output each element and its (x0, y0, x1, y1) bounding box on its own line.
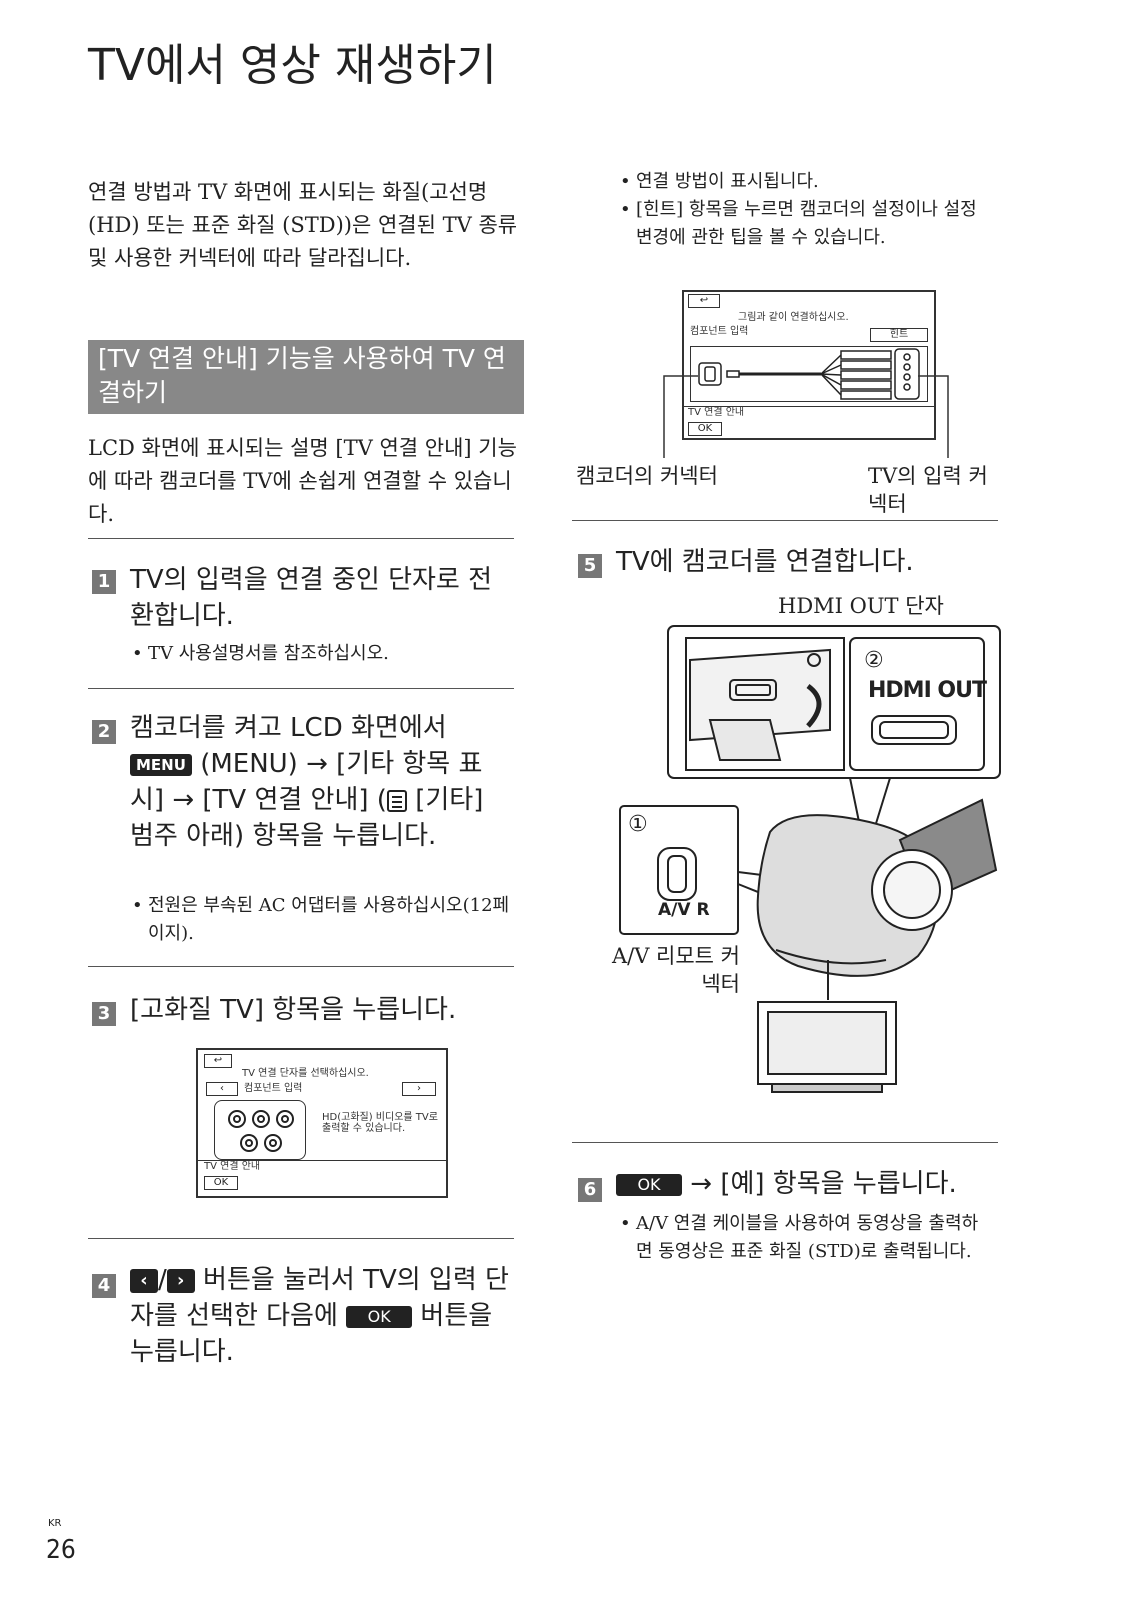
rca-jacks-icon (228, 1110, 294, 1152)
bullet-text: [힌트] 항목을 누르면 캠코더의 설정이나 설정 변경에 관한 팁을 볼 수 … (636, 199, 977, 248)
ok-button-icon: OK (346, 1305, 413, 1328)
prev-button[interactable]: ‹ (206, 1082, 238, 1096)
divider (88, 966, 514, 967)
step-number: 2 (92, 720, 116, 744)
screen-desc: HD(고화질) 비디오를 TV로 출력할 수 있습니다. (322, 1112, 438, 1134)
screen-footer: TV 연결 안내 (204, 1161, 261, 1172)
av-r-label: A/V R (658, 900, 710, 920)
lcd-screen-select: ↩ TV 연결 단자를 선택하십시오. ‹ 컴포넌트 입력 › HD(고화질) … (196, 1048, 448, 1198)
screen-footer: TV 연결 안내 (688, 407, 745, 418)
divider (88, 538, 514, 539)
step-number: 6 (578, 1178, 602, 1202)
component-connector-diagram (214, 1100, 306, 1160)
right-bullet-2: •[힌트] 항목을 누르면 캠코더의 설정이나 설정 변경에 관한 팁을 볼 수… (620, 199, 977, 248)
step-4-tail: 버튼을 누릅니다. (130, 1301, 493, 1367)
camcorder-connector-label: 캠코더의 커넥터 (576, 464, 718, 488)
callout-lines (663, 375, 949, 458)
callout-1: ① (628, 812, 648, 837)
callout-2: ② (864, 648, 884, 673)
step-number: 3 (92, 1002, 116, 1026)
step-2-post2: [기타] 범주 아래) 항목을 누릅니다. (130, 785, 484, 851)
ok-button[interactable]: OK (688, 422, 722, 436)
step-4-main: 버튼을 눌러서 TV의 입력 단자를 선택한 다음에 (130, 1265, 509, 1331)
step-2-text: 캠코더를 켜고 LCD 화면에서 MENU (MENU) → [기타 항목 표시… (130, 710, 514, 854)
bullet-text: TV 사용설명서를 참조하십시오. (148, 643, 389, 664)
av-remote-connector-label: A/V 리모트 커넥터 (611, 944, 740, 996)
step-3-text: [고화질 TV] 항목을 누릅니다. (130, 995, 457, 1025)
screen-sub: 컴포넌트 입력 (244, 1083, 303, 1094)
step-number: 4 (92, 1274, 116, 1298)
step-2-pre: 캠코더를 켜고 LCD 화면에서 (130, 713, 447, 743)
divider (572, 1142, 998, 1143)
step-1-text: TV의 입력을 연결 중인 단자로 전환합니다. (130, 565, 493, 631)
page-title: TV에서 영상 재생하기 (88, 40, 497, 91)
step-6-bullet: •A/V 연결 케이블을 사용하여 동영상을 출력하면 동영상은 표준 화질 (… (620, 1213, 979, 1262)
hdmi-out-terminal-label: HDMI OUT 단자 (778, 594, 944, 618)
bullet-text: 연결 방법이 표시됩니다. (636, 171, 819, 192)
section-description: LCD 화면에 표시되는 설명 [TV 연결 안내] 기능에 따라 캠코더를 T… (88, 436, 517, 526)
step-2-post: (MENU) → [기타 항목 표시] → [TV 연결 안내] ( (130, 749, 483, 815)
lcd-screen-guide: ↩ 그림과 같이 연결하십시오. 컴포넌트 입력 힌트 TV 연결 안내 OK (682, 290, 936, 440)
tv-input-connector-label: TV의 입력 커넥터 (868, 464, 988, 516)
divider (88, 688, 514, 689)
next-button[interactable]: › (402, 1082, 436, 1096)
back-button[interactable]: ↩ (688, 294, 720, 308)
page-number: 26 (46, 1535, 76, 1565)
section-banner: [TV 연결 안내] 기능을 사용하여 TV 연결하기 (88, 340, 524, 414)
bullet-text: A/V 연결 케이블을 사용하여 동영상을 출력하면 동영상은 표준 화질 (S… (636, 1213, 979, 1262)
intro-text: 연결 방법과 TV 화면에 표시되는 화질(고선명(HD) 또는 표준 화질 (… (88, 180, 518, 270)
divider (88, 1238, 514, 1239)
left-arrow-button-icon: ‹ (130, 1268, 158, 1293)
back-button[interactable]: ↩ (204, 1054, 232, 1068)
step-6-text: OK → [예] 항목을 누릅니다. (616, 1166, 1006, 1202)
step-5-text: TV에 캠코더를 연결합니다. (616, 547, 914, 577)
camcorder-tv-connection-illustration (619, 625, 1001, 1093)
right-arrow-button-icon: › (166, 1268, 195, 1293)
others-category-icon (386, 789, 407, 812)
cable-diagram-icon (698, 348, 920, 400)
ok-button-icon: OK (616, 1173, 682, 1196)
step-2-bullet: •전원은 부속된 AC 어댑터를 사용하십시오(12페이지). (132, 895, 510, 944)
separator: / (158, 1265, 167, 1295)
step-1-bullet: •TV 사용설명서를 참조하십시오. (132, 643, 389, 664)
step-number: 5 (578, 554, 602, 578)
step-6-main: → [예] 항목을 누릅니다. (690, 1169, 957, 1199)
right-bullet-1: •연결 방법이 표시됩니다. (620, 171, 819, 192)
hint-button[interactable]: 힌트 (870, 328, 928, 342)
language-code: KR (48, 1518, 62, 1529)
divider (572, 520, 998, 521)
hdmi-out-panel-label: HDMI OUT (868, 678, 987, 703)
screen-sub: 컴포넌트 입력 (690, 326, 749, 337)
step-4-text: ‹/› 버튼을 눌러서 TV의 입력 단자를 선택한 다음에 OK 버튼을 누릅… (130, 1262, 514, 1370)
connection-diagram (690, 346, 928, 402)
ok-button[interactable]: OK (204, 1176, 238, 1190)
screen-header: 그림과 같이 연결하십시오. (738, 312, 849, 323)
bullet-text: 전원은 부속된 AC 어댑터를 사용하십시오(12페이지). (148, 895, 510, 944)
screen-header: TV 연결 단자를 선택하십시오. (242, 1068, 369, 1079)
step-number: 1 (92, 570, 116, 594)
menu-icon: MENU (130, 753, 192, 776)
